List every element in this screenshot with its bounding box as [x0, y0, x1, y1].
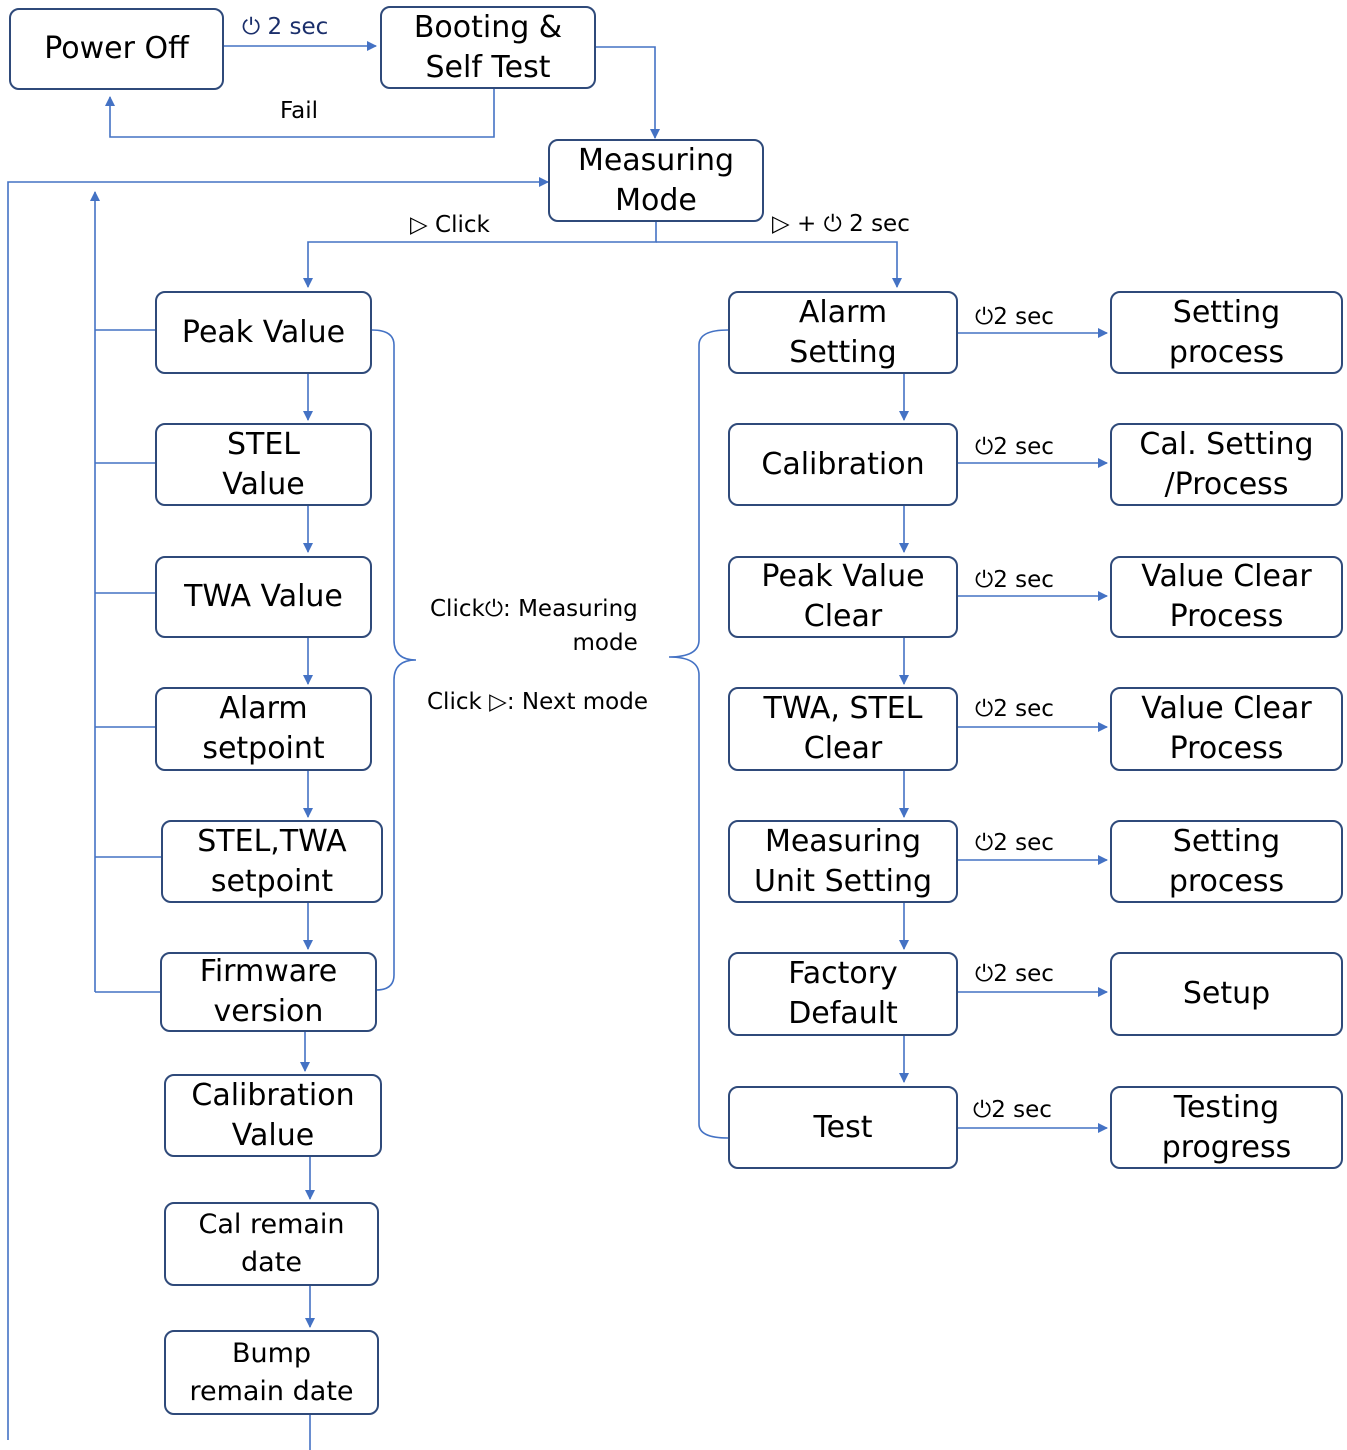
left-brace: [371, 329, 417, 991]
power-icon: ⏻: [975, 567, 994, 593]
label-click-next-prefix: Click: [427, 689, 482, 715]
arrow-outer-return-loop: [7, 177, 549, 1440]
power-icon: ⏻: [975, 830, 994, 856]
label-factory-2sec: ⏻2 sec: [975, 961, 1054, 987]
node-measuring-unit-setting: Measuring Unit Setting: [728, 820, 958, 903]
node-booting-self-test: Booting & Self Test: [380, 6, 596, 89]
node-setting-process-2: Setting process: [1110, 820, 1343, 903]
label-click-next-suffix: : Next mode: [506, 689, 649, 715]
node-factory-default: Factory Default: [728, 952, 958, 1036]
power-icon: ⏻: [975, 304, 994, 330]
node-power-off: Power Off: [9, 8, 224, 90]
label-power-2sec: ⏻ 2 sec: [242, 14, 328, 40]
label-2sec-text: 2 sec: [993, 696, 1054, 722]
node-testing-progress: Testing progress: [1110, 1086, 1343, 1169]
node-peak-value: Peak Value: [155, 291, 372, 374]
branch-measuring-split: [303, 222, 657, 288]
arrow-booting-to-measuring: [596, 46, 660, 139]
label-2sec-text: 2 sec: [267, 14, 329, 40]
node-stel-twa-setpoint: STEL,TWA setpoint: [161, 820, 383, 903]
label-2sec-text: 2 sec: [993, 434, 1054, 460]
power-icon: ⏻: [242, 14, 261, 40]
node-twa-value: TWA Value: [155, 556, 372, 638]
power-icon: ⏻: [975, 434, 994, 460]
power-icon: ⏻: [975, 961, 994, 987]
label-peak-clear-2sec: ⏻2 sec: [975, 567, 1054, 593]
branch-to-alarm-setting: [656, 241, 902, 288]
node-stel-value: STEL Value: [155, 423, 372, 506]
arrow-booting-fail: [105, 88, 495, 138]
label-click-text: Click: [435, 212, 490, 238]
label-2sec-text: 2 sec: [993, 567, 1054, 593]
label-unit-2sec: ⏻2 sec: [975, 830, 1054, 856]
play-triangle-icon: ▷: [489, 689, 507, 715]
node-firmware-version: Firmware version: [160, 952, 377, 1032]
label-2sec-text: 2 sec: [993, 304, 1054, 330]
node-value-clear-process-2: Value Clear Process: [1110, 687, 1343, 771]
label-plus: +: [797, 211, 817, 237]
node-cal-remain-date: Cal remain date: [164, 1202, 379, 1286]
label-test-2sec: ⏻2 sec: [973, 1097, 1052, 1123]
label-2sec-text: 2 sec: [991, 1097, 1052, 1123]
power-icon: ⏻: [823, 211, 842, 237]
label-alarm-2sec: ⏻2 sec: [975, 304, 1054, 330]
label-2sec-text: 2 sec: [993, 830, 1054, 856]
label-click-power-measuring-mode: Click ⏻ : Measuring mode: [430, 592, 638, 660]
node-alarm-setpoint: Alarm setpoint: [155, 687, 372, 771]
label-click: ▷ Click: [410, 212, 490, 238]
label-click-power-prefix: Click: [430, 596, 485, 622]
label-2sec-text: 2 sec: [849, 211, 910, 237]
right-brace: [668, 329, 729, 1139]
node-bump-remain-date: Bump remain date: [164, 1330, 379, 1415]
power-icon: ⏻: [484, 596, 504, 622]
node-twa-stel-clear: TWA, STEL Clear: [728, 687, 958, 771]
label-click-power-suffix: : Measuring mode: [503, 596, 638, 656]
play-triangle-icon: ▷: [410, 212, 428, 238]
node-cal-setting-process: Cal. Setting /Process: [1110, 423, 1343, 506]
node-measuring-mode: Measuring Mode: [548, 139, 764, 222]
play-triangle-icon: ▷: [772, 211, 790, 237]
node-calibration: Calibration: [728, 423, 958, 506]
node-test: Test: [728, 1086, 958, 1169]
label-play-plus-power-2sec: ▷ + ⏻ 2 sec: [772, 211, 910, 237]
power-icon: ⏻: [973, 1097, 992, 1123]
node-peak-value-clear: Peak Value Clear: [728, 556, 958, 638]
node-value-clear-process-1: Value Clear Process: [1110, 556, 1343, 638]
node-alarm-setting: Alarm Setting: [728, 291, 958, 374]
node-setup: Setup: [1110, 952, 1343, 1036]
label-calibration-2sec: ⏻2 sec: [975, 434, 1054, 460]
node-setting-process-1: Setting process: [1110, 291, 1343, 374]
label-fail: Fail: [280, 98, 318, 124]
label-2sec-text: 2 sec: [993, 961, 1054, 987]
label-twa-clear-2sec: ⏻2 sec: [975, 696, 1054, 722]
node-calibration-value: Calibration Value: [164, 1074, 382, 1157]
label-click-next-mode: Click ▷: Next mode: [427, 689, 648, 715]
power-icon: ⏻: [975, 696, 994, 722]
